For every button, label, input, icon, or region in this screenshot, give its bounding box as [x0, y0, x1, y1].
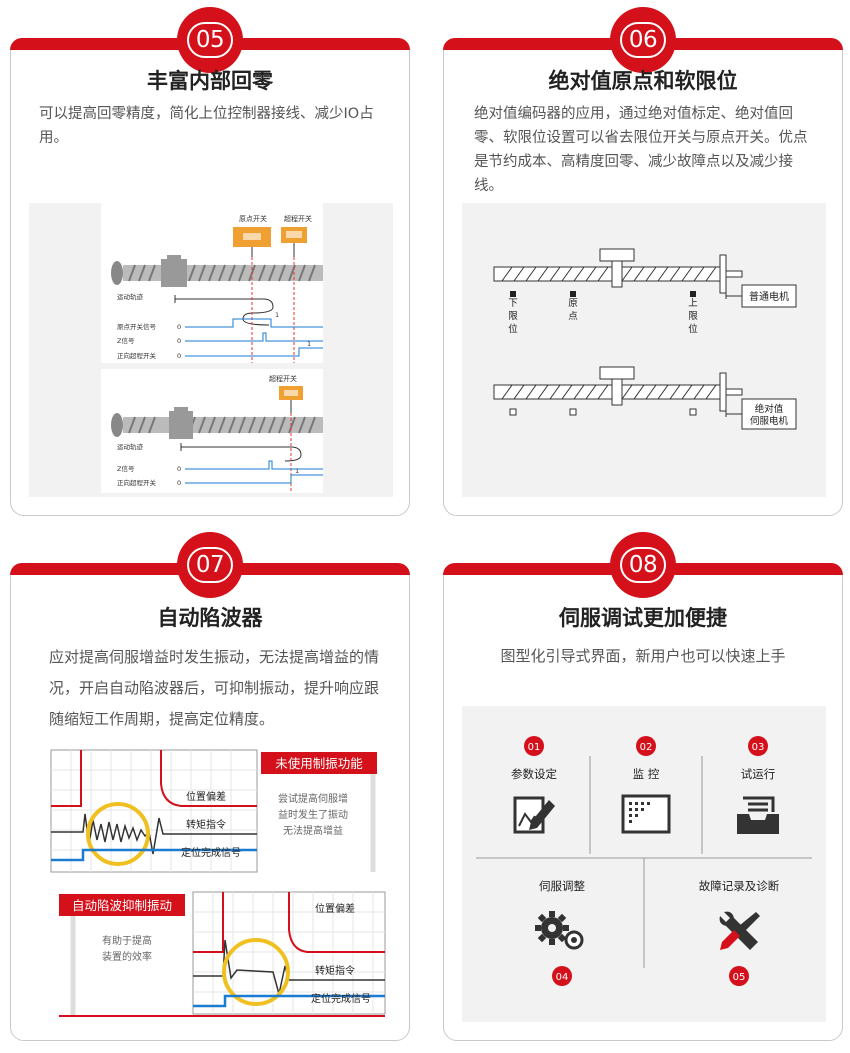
svg-text:点: 点: [568, 311, 578, 322]
wizard-grid: [476, 756, 812, 968]
card-home-return: 05 丰富内部回零 可以提高回零精度，简化上位控制器接线、减少IO占用。 原点开…: [10, 7, 410, 516]
svg-text:运动轨迹: 运动轨迹: [117, 292, 144, 301]
wizard-panel: 01 参数设定 02 监 控 03: [462, 706, 826, 1022]
svg-text:03: 03: [752, 742, 765, 753]
step-number-badge: 03: [748, 736, 768, 756]
card-description: 可以提高回零精度，简化上位控制器接线、减少IO占用。: [39, 106, 374, 146]
number-badge: 08: [610, 532, 676, 598]
card-title: 伺服调试更加便捷: [559, 606, 727, 630]
step-number-badge: 04: [552, 966, 572, 986]
svg-text:1: 1: [295, 467, 299, 475]
svg-text:伺服电机: 伺服电机: [750, 415, 789, 427]
svg-text:位: 位: [508, 323, 518, 335]
wizard-item-servo-tuning[interactable]: 伺服调整 04: [502, 878, 622, 990]
gears-icon: [535, 911, 584, 950]
card-absolute-origin: 06 绝对值原点和软限位 绝对值编码器的应用，通过绝对值标定、绝对值回零、软限位…: [443, 7, 843, 516]
number-badge: 05: [177, 7, 243, 73]
svg-text:位置偏差: 位置偏差: [315, 902, 355, 915]
svg-text:Z信号: Z信号: [117, 464, 135, 473]
wizard-item-param-setting[interactable]: 01 参数设定: [484, 736, 584, 842]
svg-text:正向超程开关: 正向超程开关: [117, 478, 157, 487]
tag-without-suppression: [261, 752, 377, 774]
card-title: 自动陷波器: [157, 606, 263, 630]
svg-text:0: 0: [177, 323, 181, 331]
home-return-diagram: 原点开关 超程开关 运动轨迹: [101, 203, 323, 493]
svg-text:位: 位: [688, 323, 698, 335]
svg-text:1: 1: [307, 340, 311, 348]
step-number-badge: 02: [636, 736, 656, 756]
wizard-item-fault-diagnosis[interactable]: 故障记录及诊断 05: [674, 878, 804, 990]
edit-icon: [513, 796, 555, 834]
svg-text:超程开关: 超程开关: [269, 374, 297, 383]
svg-text:未使用制振功能: 未使用制振功能: [275, 756, 363, 771]
svg-text:下: 下: [508, 298, 518, 309]
tag-with-suppression: [59, 894, 185, 916]
svg-text:绝对值: 绝对值: [755, 403, 784, 415]
diagram-panel: 原点开关 超程开关 运动轨迹: [29, 203, 393, 497]
svg-text:正向超程开关: 正向超程开关: [117, 351, 157, 360]
svg-text:原点开关: 原点开关: [239, 214, 267, 223]
svg-text:运动轨迹: 运动轨迹: [117, 442, 144, 451]
card-description: 图型化引导式界面，新用户也可以快速上手: [500, 647, 786, 665]
svg-text:0: 0: [177, 479, 181, 487]
svg-text:05: 05: [733, 972, 746, 983]
svg-text:限: 限: [688, 311, 698, 322]
svg-text:上: 上: [688, 298, 698, 309]
svg-text:尝试提高伺服增: 尝试提高伺服增: [278, 792, 348, 805]
svg-text:转矩指令: 转矩指令: [186, 818, 226, 831]
svg-text:限: 限: [508, 311, 518, 322]
chart-with-suppression: 位置偏差 转矩指令 定位完成信号: [192, 891, 386, 1015]
svg-text:原: 原: [568, 298, 578, 309]
card-auto-notch: 07 自动陷波器 应对提高伺服增益时发生振动，无法提高增益的情况，开启自动陷波器…: [10, 532, 410, 1041]
soft-limit-diagram: 普通电机 下 限 位 原 点 上 限 位: [493, 248, 797, 430]
svg-text:自动陷波抑制振动: 自动陷波抑制振动: [72, 898, 172, 913]
svg-text:定位完成信号: 定位完成信号: [311, 992, 371, 1005]
svg-text:Z信号: Z信号: [117, 336, 135, 345]
notch-filter-diagram: 位置偏差 转矩指令 定位完成信号 未使用制振功能 尝试提高伺服增 益时发生了振动…: [50, 749, 386, 1017]
diagram-panel: 普通电机 下 限 位 原 点 上 限 位: [462, 203, 826, 497]
number-badge: 07: [177, 532, 243, 598]
svg-text:02: 02: [640, 742, 653, 753]
svg-text:04: 04: [556, 972, 569, 983]
svg-text:原点开关信号: 原点开关信号: [117, 322, 157, 331]
svg-text:超程开关: 超程开关: [284, 214, 312, 223]
svg-text:无法提高增益: 无法提高增益: [283, 824, 343, 837]
tray-icon: [737, 796, 779, 834]
chart-without-suppression: 位置偏差 转矩指令 定位完成信号: [50, 749, 258, 873]
tools-icon: [719, 911, 760, 950]
svg-text:有助于提高: 有助于提高: [102, 934, 152, 947]
wizard-item-monitor[interactable]: 02 监 控: [594, 736, 698, 840]
wizard-item-trial-run[interactable]: 03 试运行: [708, 736, 808, 840]
svg-text:0: 0: [177, 337, 181, 345]
card-title: 绝对值原点和软限位: [548, 69, 738, 93]
step-number-badge: 05: [729, 966, 749, 986]
svg-text:装置的效率: 装置的效率: [102, 950, 152, 963]
svg-text:位置偏差: 位置偏差: [186, 790, 226, 803]
svg-text:定位完成信号: 定位完成信号: [181, 846, 241, 859]
card-easy-debug: 08 伺服调试更加便捷 图型化引导式界面，新用户也可以快速上手 01 参数设定 …: [443, 532, 843, 1041]
monitor-icon: [621, 794, 671, 834]
svg-text:1: 1: [275, 311, 279, 319]
svg-text:01: 01: [528, 742, 541, 753]
svg-text:0: 0: [177, 352, 181, 360]
svg-text:益时发生了振动: 益时发生了振动: [278, 808, 348, 821]
card-title: 丰富内部回零: [147, 69, 273, 93]
svg-text:0: 0: [177, 465, 181, 473]
svg-text:转矩指令: 转矩指令: [315, 964, 355, 977]
step-number-badge: 01: [524, 736, 544, 756]
card-description: 应对提高伺服增益时发生振动，无法提高增益的情况，开启自动陷波器后，可抑制振动，提…: [49, 648, 380, 728]
card-description: 绝对值编码器的应用，通过绝对值标定、绝对值回零、软限位设置可以省去限位开关与原点…: [474, 106, 808, 194]
number-badge: 06: [610, 7, 676, 73]
svg-text:普通电机: 普通电机: [749, 290, 789, 303]
